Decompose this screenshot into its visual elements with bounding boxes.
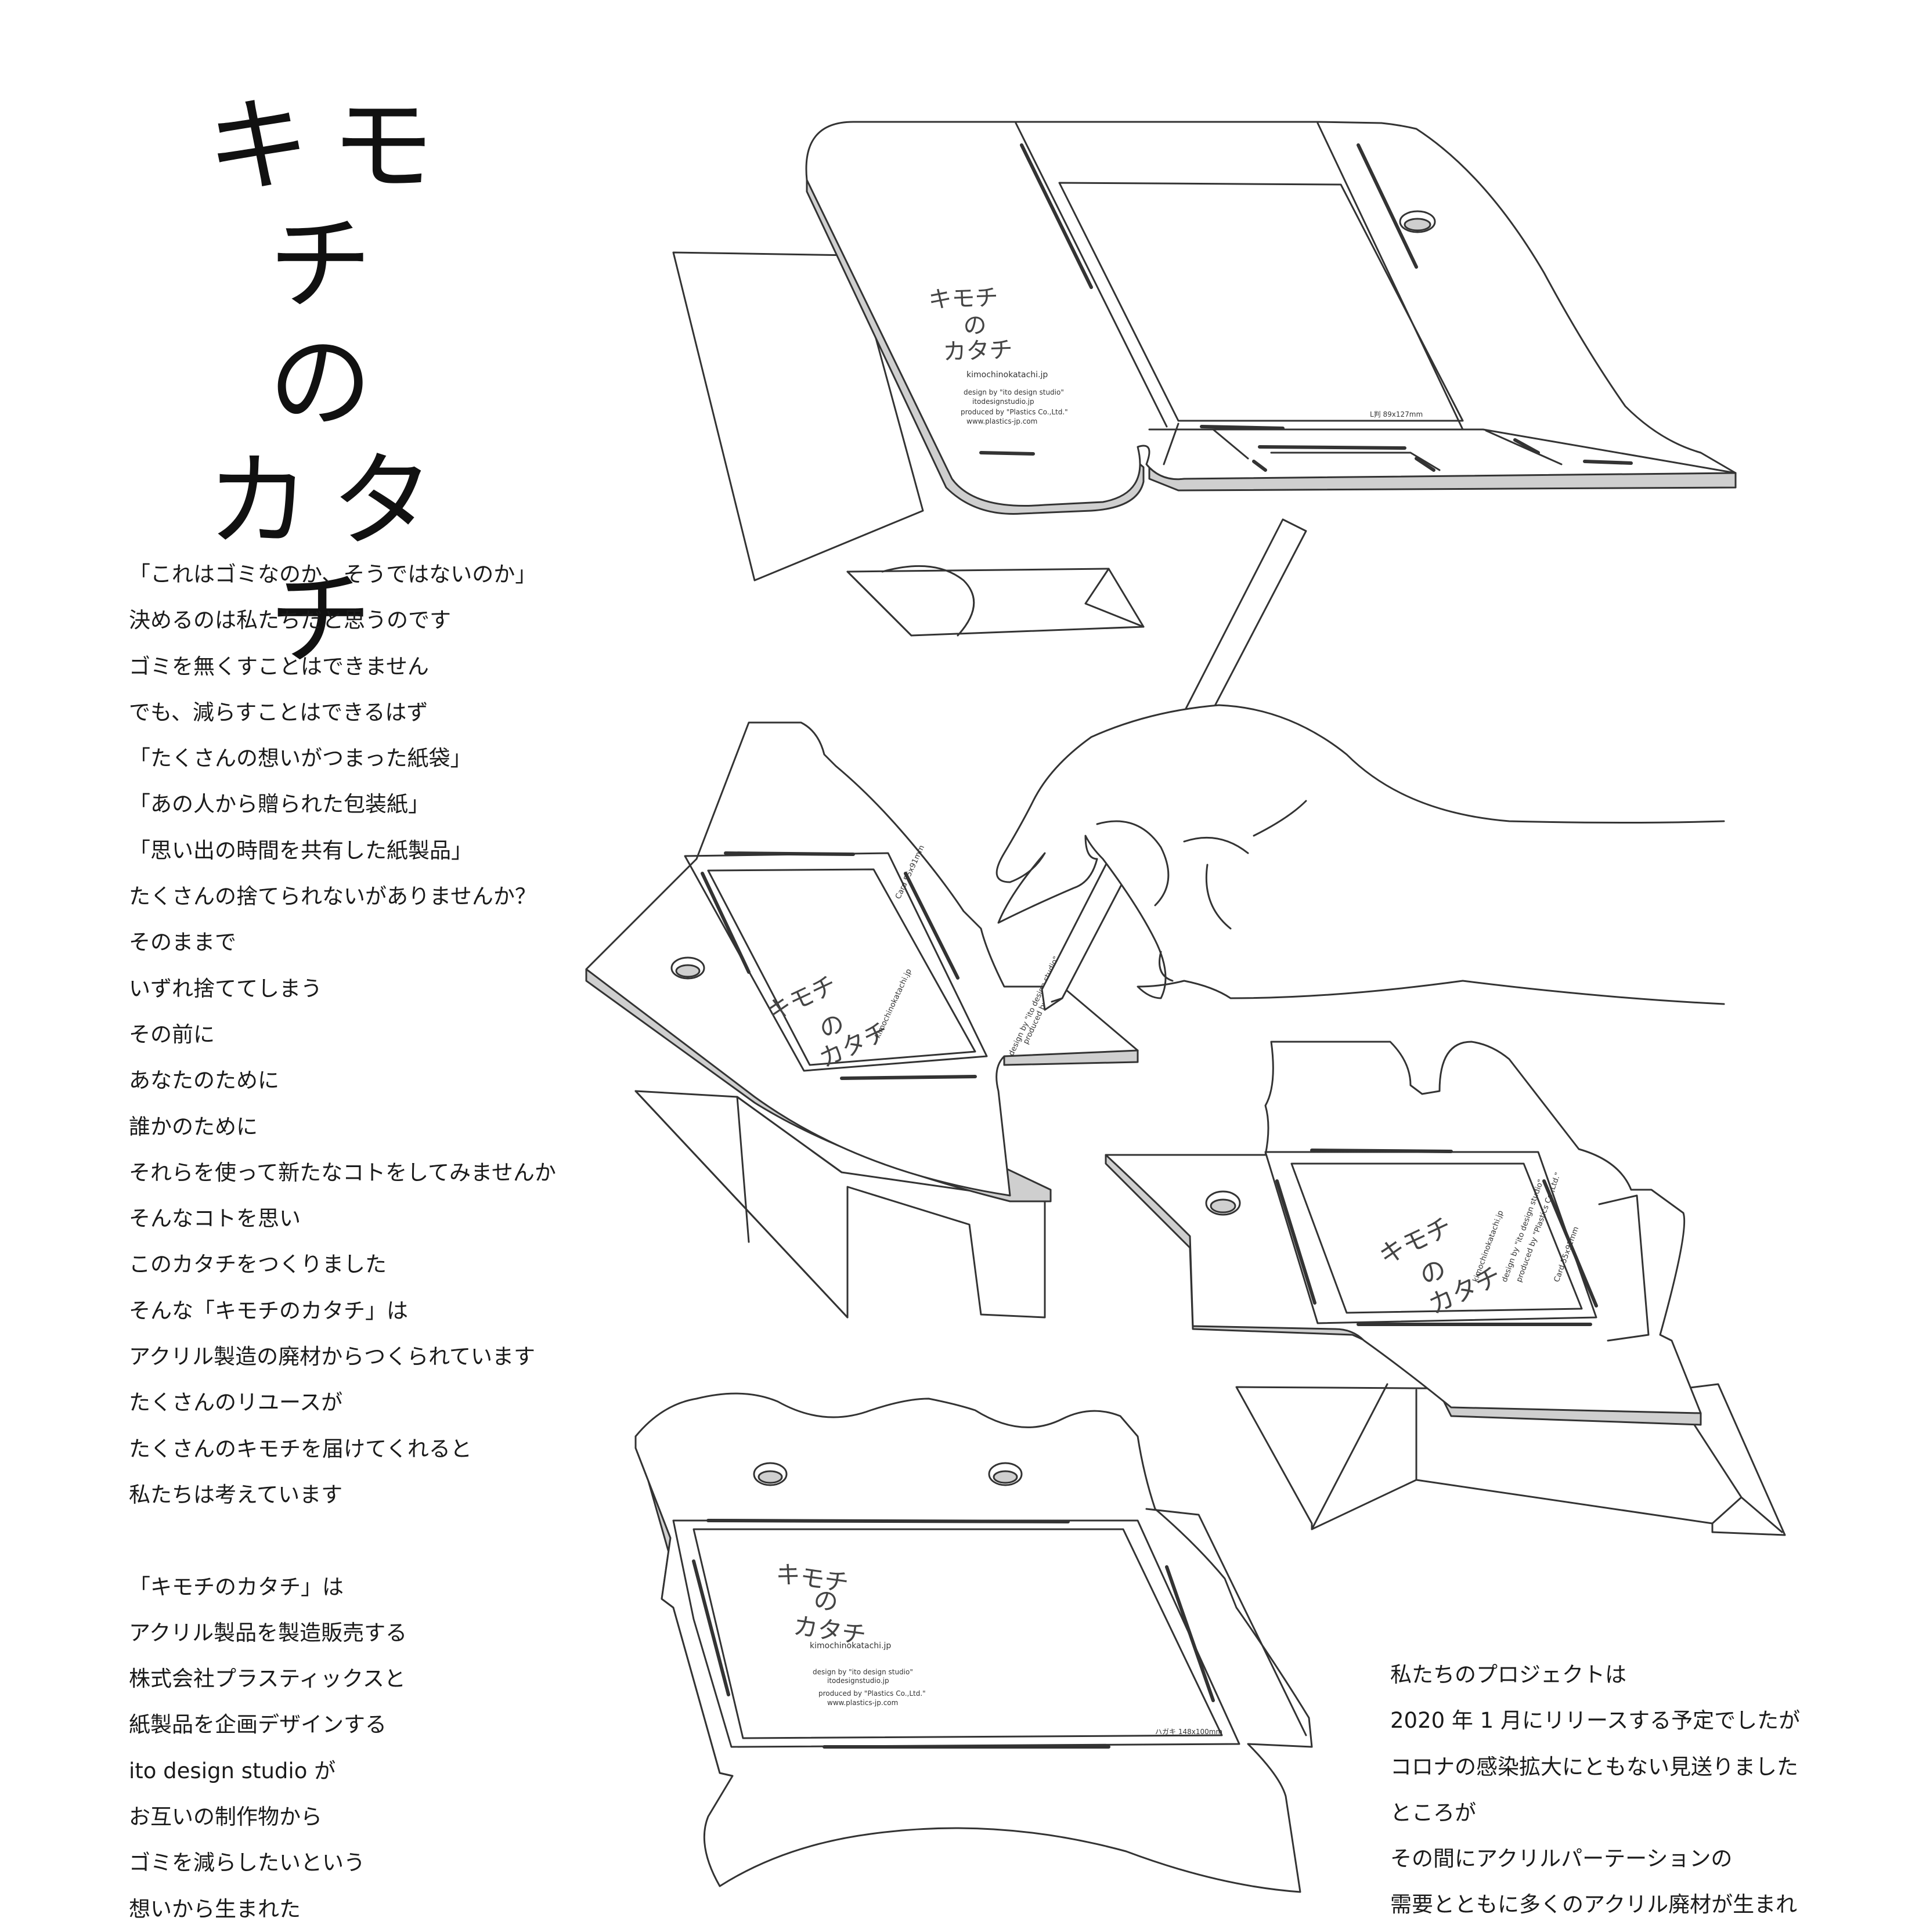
label-site: kimochinokatachi.jp bbox=[966, 370, 1048, 380]
label-title-1: キモチ bbox=[928, 284, 999, 313]
card-slots bbox=[701, 851, 977, 1080]
page-title: キモチ の カタチ bbox=[163, 87, 499, 679]
note-line: コロナの感染拡大にともない見送りました bbox=[1390, 1754, 1798, 1779]
label-produced: produced by "Plastics Co.,Ltd." bbox=[818, 1689, 926, 1698]
label-design: design by "ito design studio" bbox=[813, 1668, 913, 1676]
hagaki-hole-right bbox=[988, 1462, 1023, 1486]
about-line: 株式会社プラスティックスと bbox=[129, 1666, 406, 1692]
about-line: 「キモチのカタチ」は bbox=[129, 1574, 344, 1599]
poem-line: 「たくさんの想いがつまった紙袋」 bbox=[129, 746, 472, 771]
about-line: アクリル製品を製造販売する bbox=[129, 1620, 407, 1645]
note-line: 2020 年 1 月にリリースする予定でしたが bbox=[1390, 1708, 1801, 1734]
label-design-site: itodesignstudio.jp bbox=[827, 1677, 889, 1685]
poem-line: いずれ捨ててしまう bbox=[129, 976, 322, 1001]
label-design: design by "ito design studio" bbox=[964, 388, 1064, 396]
card-hole bbox=[670, 956, 705, 980]
hanging-hole bbox=[1399, 210, 1436, 233]
hagaki-face bbox=[634, 1392, 1313, 1893]
stand-base bbox=[846, 568, 1145, 637]
label-title-2: の bbox=[812, 1585, 840, 1616]
poem-line: ゴミを無くすことはできません bbox=[129, 653, 429, 679]
note-line: 需要とともに多くのアクリル廃材が生まれ bbox=[1390, 1892, 1798, 1917]
landscape-hole bbox=[1205, 1190, 1241, 1216]
about-line: お互いの制作物から bbox=[129, 1804, 322, 1830]
intro-poem: 「これはゴミなのか、そうではないのか」 決めるのは私たちだと思うのです ゴミを無… bbox=[129, 551, 628, 1932]
hand-details bbox=[1096, 800, 1307, 982]
poem-line: それらを使って新たなコトをしてみませんか bbox=[129, 1160, 556, 1185]
fold-slots bbox=[1020, 143, 1418, 289]
frame-illustration-card: キモチ の カタチ kimochinokatachi.jp design by … bbox=[585, 518, 1725, 1319]
poem-line: でも、減らすことはできるはず bbox=[129, 699, 428, 725]
landscape-window bbox=[1290, 1162, 1583, 1314]
stand-base-edges bbox=[1311, 1383, 1783, 1533]
note-line: その間にアクリルパーテーションの bbox=[1390, 1846, 1733, 1872]
label-produced-site: www.plastics-jp.com bbox=[966, 417, 1037, 425]
hand bbox=[995, 704, 1725, 1005]
hagaki-flap bbox=[1145, 1508, 1307, 1736]
poem-line: 誰かのために bbox=[129, 1114, 258, 1139]
landscape-slots bbox=[1275, 1149, 1598, 1326]
poem-line: たくさんのキモチを届けてくれると bbox=[129, 1436, 472, 1461]
frame-illustration-hagaki: キモチ の カタチ kimochinokatachi.jp design by … bbox=[634, 1392, 1313, 1893]
size-label-hagaki: ハガキ 148x100mm bbox=[1155, 1728, 1222, 1736]
card-label: キモチ の カタチ kimochinokatachi.jp design by … bbox=[928, 284, 1423, 425]
hagaki-hole-left-inner bbox=[758, 1470, 783, 1484]
label-design-site: itodesignstudio.jp bbox=[972, 398, 1034, 406]
note-line: 私たちのプロジェクトは bbox=[1390, 1662, 1626, 1687]
title-line-3: カタチ bbox=[207, 441, 455, 680]
label-produced: produced by "Plastics Co.,Ltd." bbox=[961, 408, 1068, 416]
card-hole-inner bbox=[675, 964, 701, 978]
hagaki-slots bbox=[692, 1519, 1215, 1749]
about-line: ゴミを減らしたいという bbox=[129, 1850, 365, 1876]
landscape-face bbox=[1105, 1041, 1702, 1414]
poem-line: 私たちは考えています bbox=[129, 1482, 343, 1507]
poem-line: そのままで bbox=[129, 930, 236, 955]
lower-folds bbox=[1148, 422, 1737, 474]
pen-tip bbox=[1051, 997, 1063, 1003]
poem-line: そんなコトを思い bbox=[129, 1206, 301, 1232]
poem-line: 「あの人から贈られた包装紙」 bbox=[129, 792, 430, 817]
poem-line: 決めるのは私たちだと思うのです bbox=[129, 608, 451, 633]
photo-window bbox=[1058, 182, 1464, 422]
hagaki-hole-left bbox=[753, 1462, 788, 1486]
poem-line: あなたのために bbox=[129, 1068, 279, 1093]
fold-lines bbox=[1015, 122, 1464, 431]
hanging-hole-inner bbox=[1404, 218, 1431, 232]
note-line: ところが bbox=[1390, 1800, 1476, 1825]
label-title-2: の bbox=[963, 312, 987, 340]
title-line-1: キモチ bbox=[207, 86, 455, 324]
stand-base bbox=[1235, 1383, 1786, 1536]
frame-illustration-card-landscape: キモチ の カタチ kimochinokatachi.jp design by … bbox=[1105, 1041, 1786, 1536]
hagaki-window bbox=[692, 1528, 1223, 1739]
back-panel bbox=[672, 251, 924, 582]
about-line: 想いから生まれた bbox=[129, 1896, 301, 1922]
label-title-3: カタチ bbox=[943, 337, 1013, 366]
poem-line: 「思い出の時間を共有した紙製品」 bbox=[129, 837, 472, 863]
poem-line: たくさんのリユースが bbox=[129, 1390, 343, 1415]
stand-prism-edges bbox=[634, 1090, 849, 1319]
poem-line: その前に bbox=[129, 1021, 215, 1047]
frame-illustration-l-size: キモチ の カタチ kimochinokatachi.jp design by … bbox=[672, 121, 1737, 637]
poem-line: 「これはゴミなのか、そうではないのか」 bbox=[129, 562, 537, 587]
poem-line: このカタチをつくりました bbox=[129, 1252, 387, 1277]
lower-slots bbox=[979, 425, 1633, 472]
hagaki-hole-right-inner bbox=[993, 1470, 1018, 1484]
frame-top-face bbox=[805, 121, 1737, 507]
landscape-flap bbox=[1598, 1194, 1650, 1342]
label-site: kimochinokatachi.jp bbox=[810, 1641, 891, 1651]
about-line: ito design studio が bbox=[129, 1758, 336, 1783]
about-line: 紙製品を企画デザインする bbox=[129, 1712, 387, 1738]
stand-curve bbox=[881, 565, 975, 637]
stand-fold bbox=[846, 568, 1145, 637]
poem-line: たくさんの捨てられないがありませんか？ bbox=[129, 884, 536, 909]
title-line-2: の bbox=[269, 323, 393, 443]
card-window bbox=[707, 868, 976, 1066]
project-note: 私たちのプロジェクトは 2020 年 1 月にリリースする予定でしたが コロナの… bbox=[1390, 1652, 1913, 1928]
poem-line: アクリル製造の廃材からつくられています bbox=[129, 1344, 536, 1370]
poem-line: そんな「キモチのカタチ」は bbox=[129, 1298, 408, 1323]
landscape-hole-inner bbox=[1210, 1198, 1236, 1214]
label-produced-site: www.plastics-jp.com bbox=[827, 1699, 898, 1707]
size-label-l: L判 89x127mm bbox=[1370, 410, 1423, 418]
